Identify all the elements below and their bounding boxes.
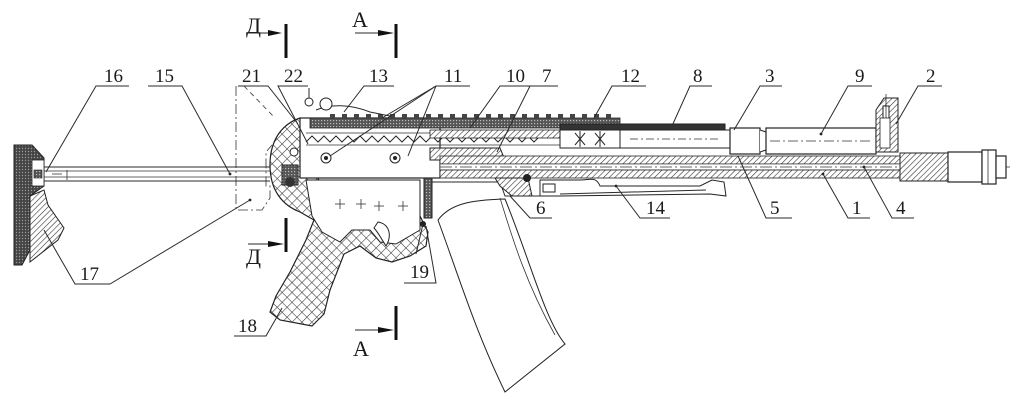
callout-number: 15 [155, 66, 174, 87]
stock-rod [44, 166, 270, 182]
callout-number: 10 [506, 66, 525, 87]
callout-number: 17 [80, 264, 99, 285]
callout-number: 2 [926, 66, 936, 87]
callout-number: 14 [646, 198, 666, 219]
front-sight [875, 94, 899, 153]
callout-number: 7 [542, 66, 552, 87]
callout-21: 21 [238, 66, 299, 125]
callout-number: 21 [242, 66, 261, 87]
section-letter: Д [246, 13, 261, 38]
section-letter: Д [246, 244, 261, 269]
callout-7: 7 [496, 66, 558, 153]
section-letter: А [352, 7, 368, 32]
callout-18: 18 [234, 307, 283, 337]
callout-number: 5 [770, 198, 780, 219]
callout-13: 13 [343, 66, 394, 113]
muzzle-device [899, 149, 1007, 185]
barrel [439, 155, 1010, 179]
callout-number: 9 [855, 66, 865, 87]
callout-number: 16 [104, 66, 123, 87]
callout-number: 6 [536, 198, 546, 219]
callout-19: 19 [404, 225, 437, 284]
callout-5: 5 [737, 155, 792, 219]
callouts: 16 15 21 22 13 11 [43, 66, 942, 337]
callout-number: 3 [765, 66, 775, 87]
callout-4: 4 [863, 166, 914, 219]
callout-number: 8 [693, 66, 703, 87]
callout-3: 3 [733, 66, 782, 131]
callout-2: 2 [895, 66, 942, 125]
callout-22: 22 [277, 66, 309, 145]
recoil-spring [305, 135, 541, 143]
butt-pad [13, 144, 65, 266]
magazine [430, 180, 566, 393]
section-letter: А [353, 336, 369, 361]
callout-number: 12 [621, 66, 640, 87]
section-marker-d-bottom: Д [246, 218, 288, 269]
callout-number: 22 [284, 66, 303, 87]
callout-number: 19 [410, 262, 429, 283]
handguard [539, 178, 727, 197]
gas-cylinder [729, 127, 877, 155]
front-trunnion [494, 174, 556, 197]
callout-number: 18 [238, 316, 257, 337]
callout-14: 14 [615, 185, 670, 219]
section-marker-a-bottom: А [353, 306, 398, 361]
section-marker-d-top: Д [246, 13, 288, 58]
callout-6: 6 [509, 195, 552, 219]
callout-number: 4 [896, 198, 906, 219]
callout-number: 11 [444, 66, 462, 87]
trigger-pins [335, 199, 408, 211]
rail-teeth [330, 114, 611, 118]
selector-lever [415, 177, 433, 255]
callout-15: 15 [148, 66, 231, 175]
section-marker-a-top: А [352, 7, 398, 58]
bolt-lugs [574, 131, 606, 147]
callout-8: 8 [671, 66, 712, 127]
callout-11: 11 [329, 66, 470, 157]
callout-12: 12 [593, 66, 646, 119]
stock-hinge-plate [235, 85, 276, 211]
callout-1: 1 [822, 173, 870, 219]
callout-number: 1 [852, 198, 862, 219]
callout-10: 10 [469, 66, 530, 129]
callout-number: 13 [369, 66, 388, 87]
bolt-carrier [429, 123, 731, 161]
callout-9: 9 [820, 66, 872, 135]
callout-17: 17 [43, 199, 251, 285]
callout-16: 16 [45, 66, 129, 173]
